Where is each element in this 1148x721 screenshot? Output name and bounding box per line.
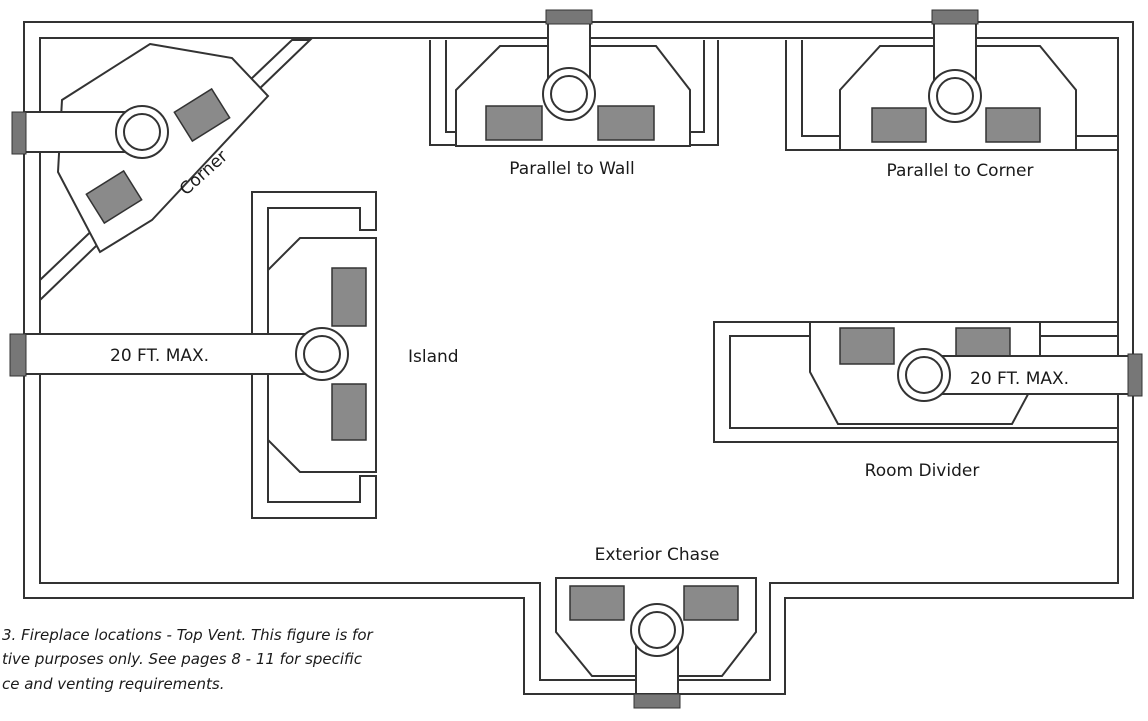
parallel-wall-grille <box>597 105 655 141</box>
island-termination-cap <box>9 333 27 377</box>
corner-termination-cap <box>11 111 27 155</box>
parallel-wall-label: Parallel to Wall <box>509 159 634 179</box>
parallel-to-corner-fireplace: Parallel to Corner <box>785 9 1118 181</box>
parallel-corner-grille <box>985 107 1041 143</box>
corner-fireplace: Corner <box>11 39 313 303</box>
island-max-length-label: 20 FT. MAX. <box>110 346 209 366</box>
corner-vent-collar <box>123 113 161 151</box>
exterior-chase-fireplace: Exterior Chase <box>555 545 757 709</box>
island-grille <box>331 383 367 441</box>
island-fireplace: 20 FT. MAX. Island <box>9 191 459 519</box>
room-wall-inner <box>39 37 1119 681</box>
island-vent-collar <box>303 335 341 373</box>
parallel-wall-termination-cap <box>545 9 593 25</box>
caption-line: tive purposes only. See pages 8 - 11 for… <box>2 650 363 668</box>
room-divider-fireplace: 20 FT. MAX. Room Divider <box>713 321 1143 481</box>
island-chase <box>251 191 377 519</box>
caption-line: 3. Fireplace locations - Top Vent. This … <box>2 626 373 644</box>
parallel-wall-vent-collar <box>550 75 588 113</box>
parallel-wall-grille <box>485 105 543 141</box>
room-divider-label: Room Divider <box>865 461 980 481</box>
room-divider-termination-cap <box>1127 353 1143 397</box>
exterior-chase-vent-collar <box>638 611 676 649</box>
caption-line: ce and venting requirements. <box>2 675 225 693</box>
room-divider-max-length-label: 20 FT. MAX. <box>970 369 1069 389</box>
parallel-corner-label: Parallel to Corner <box>887 161 1034 181</box>
corner-grille <box>173 87 231 143</box>
figure-caption: 3. Fireplace locations - Top Vent. This … <box>2 626 373 693</box>
exterior-chase-label: Exterior Chase <box>595 545 720 565</box>
parallel-corner-grille <box>871 107 927 143</box>
parallel-to-wall-fireplace: Parallel to Wall <box>429 9 719 179</box>
exterior-chase-termination-cap <box>633 693 681 709</box>
parallel-corner-termination-cap <box>931 9 979 25</box>
island-grille <box>331 267 367 327</box>
room-wall-outer <box>23 21 1134 695</box>
island-label: Island <box>408 347 459 367</box>
room-divider-grille <box>955 327 1011 359</box>
room-divider-grille <box>839 327 895 365</box>
exterior-chase-grille <box>683 585 739 621</box>
room-divider-vent-collar <box>905 356 943 394</box>
exterior-chase-grille <box>569 585 625 621</box>
corner-grille <box>85 169 143 225</box>
parallel-corner-vent-collar <box>936 77 974 115</box>
